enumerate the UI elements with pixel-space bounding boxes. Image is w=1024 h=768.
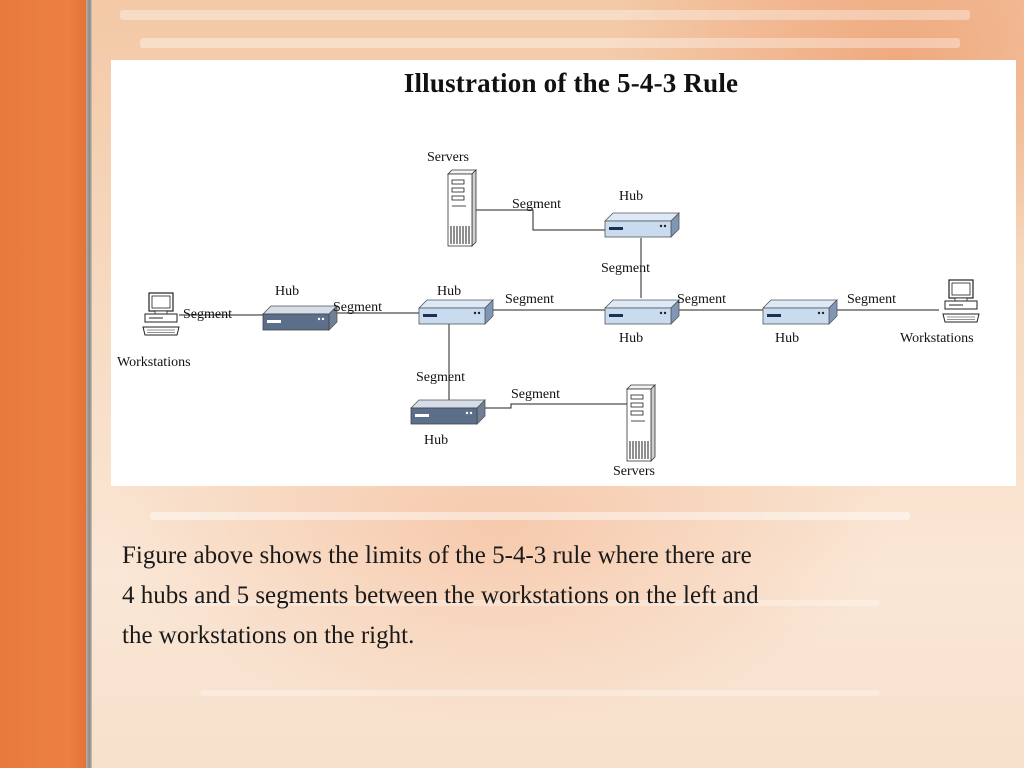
label-segment: Segment [512, 197, 561, 212]
caption-line: 4 hubs and 5 segments between the workst… [122, 582, 759, 609]
hub-icon-4 [762, 299, 838, 325]
workstation-icon-right [942, 279, 980, 323]
hub-icon-2 [418, 299, 494, 325]
label-servers-top: Servers [427, 150, 469, 165]
label-segment: Segment [601, 261, 650, 276]
hub-icon-1 [262, 305, 338, 331]
workstation-icon-left [142, 292, 180, 336]
label-hub: Hub [619, 331, 643, 346]
label-segment: Segment [505, 292, 554, 307]
label-workstations-right: Workstations [900, 331, 974, 346]
label-hub: Hub [424, 433, 448, 448]
connection-lines [179, 209, 939, 409]
label-segment: Segment [677, 292, 726, 307]
caption-line: the workstations on the right. [122, 622, 415, 649]
label-hub: Hub [275, 284, 299, 299]
hub-icon-bottom [410, 399, 486, 425]
server-icon-top [447, 169, 477, 247]
server-icon-bottom [626, 384, 656, 462]
label-segment: Segment [511, 387, 560, 402]
label-hub: Hub [619, 189, 643, 204]
sidebar-edge [86, 0, 92, 768]
background-stripe [150, 512, 910, 520]
label-workstations-left: Workstations [117, 355, 191, 370]
hub-icon-3 [604, 299, 680, 325]
background-stripe [200, 690, 880, 696]
slide-caption: Figure above shows the limits of the 5-4… [122, 536, 1002, 656]
hub-icon-top [604, 212, 680, 238]
label-hub: Hub [775, 331, 799, 346]
background-stripe [120, 10, 970, 20]
label-segment: Segment [183, 307, 232, 322]
label-hub: Hub [437, 284, 461, 299]
caption-line: Figure above shows the limits of the 5-4… [122, 542, 752, 569]
background-stripe [180, 600, 880, 606]
network-diagram: Servers Segment Hub Segment Hub Hub Segm… [117, 150, 980, 479]
label-segment: Segment [416, 370, 465, 385]
orange-sidebar [0, 0, 86, 768]
figure-panel: Illustration of the 5-4-3 Rule [111, 60, 1016, 486]
label-segment: Segment [847, 292, 896, 307]
figure-title: Illustration of the 5-4-3 Rule [403, 68, 739, 98]
label-segment: Segment [333, 300, 382, 315]
background-stripe [140, 38, 960, 48]
label-servers-bottom: Servers [613, 464, 655, 479]
